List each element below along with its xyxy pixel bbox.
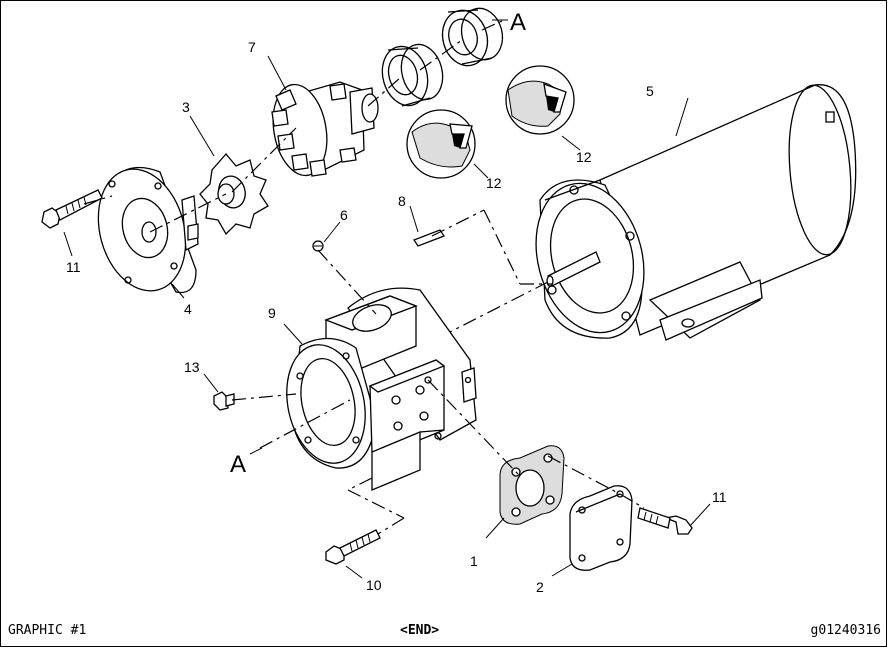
callout-a-top: A xyxy=(510,9,526,36)
callout-12-right: 12 xyxy=(576,149,592,165)
callout-9: 9 xyxy=(268,305,276,321)
bolt-part-10 xyxy=(325,529,381,565)
motor-part-5 xyxy=(535,84,857,341)
bolt-part-11-left xyxy=(41,189,103,229)
callout-8: 8 xyxy=(398,193,406,209)
graphic-number-label: GRAPHIC #1 xyxy=(8,623,87,638)
callout-3: 3 xyxy=(182,99,190,115)
callout-11-right: 11 xyxy=(712,489,727,505)
callout-11-left: 11 xyxy=(66,259,81,275)
plug-part-13 xyxy=(213,391,235,411)
callout-13: 13 xyxy=(184,359,200,375)
callout-10: 10 xyxy=(366,577,382,593)
seal-detail-part-12-a xyxy=(406,109,476,179)
callout-a-left: A xyxy=(230,451,246,478)
callout-6: 6 xyxy=(340,207,348,223)
callout-7: 7 xyxy=(248,39,256,55)
end-plate-part-4 xyxy=(97,166,199,294)
callout-2: 2 xyxy=(536,579,544,595)
gasket-part-1 xyxy=(499,445,565,525)
graphic-id-label: g01240316 xyxy=(810,623,881,638)
cover-plate-part-2 xyxy=(569,485,633,571)
callout-4: 4 xyxy=(184,301,192,317)
fitting-part-6 xyxy=(312,240,324,252)
pump-housing-part-9 xyxy=(286,287,477,491)
leader-lines xyxy=(63,19,711,579)
bolt-part-11-right xyxy=(637,507,693,535)
seal-detail-part-12-b xyxy=(505,65,575,135)
seal-ring-rear xyxy=(441,7,504,67)
assembly-centerlines xyxy=(83,19,645,535)
callout-1: 1 xyxy=(470,553,478,569)
seal-ring-front xyxy=(381,43,444,107)
rotor-part-7 xyxy=(271,81,379,177)
end-marker: <END> xyxy=(400,623,440,638)
callout-5: 5 xyxy=(646,83,654,99)
callout-12-center: 12 xyxy=(486,175,502,191)
